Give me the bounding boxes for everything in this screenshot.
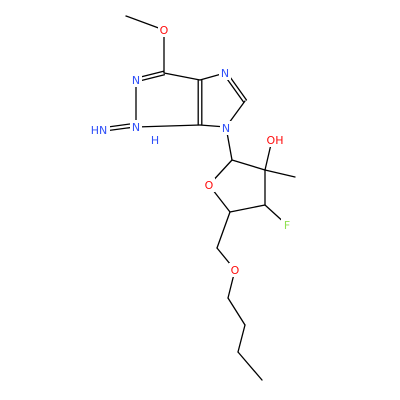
atom-o-methoxy: O xyxy=(160,24,169,37)
atom-o-ring: O xyxy=(205,179,214,192)
bond-cb-cc xyxy=(237,324,246,353)
atom-h-on-n3: H xyxy=(151,134,159,147)
atom-label-layer: O N N HN N H N OH O F xyxy=(88,23,293,277)
atom-o-ether: O xyxy=(231,264,240,277)
atom-f: F xyxy=(284,219,290,232)
atom-n9: N xyxy=(222,122,230,135)
bond-c2p-me2 xyxy=(264,169,296,178)
atom-n3: N xyxy=(132,121,140,134)
bond-c4p-c5p xyxy=(216,211,231,249)
bond-layer xyxy=(98,15,296,381)
atom-oh: OH xyxy=(267,134,284,147)
atom-n7: N xyxy=(221,67,229,80)
bond-c5-c6 xyxy=(163,72,201,81)
bond-c2p-c1p xyxy=(231,159,266,171)
bond-me-o1 xyxy=(125,15,165,31)
atom-hn-imine: HN xyxy=(91,124,108,137)
atom-n1: N xyxy=(132,74,140,87)
bond-cc-cd xyxy=(237,351,263,381)
bond-n3-c4 xyxy=(135,124,201,128)
bond-c4p-c3p xyxy=(229,204,266,213)
bond-ca-cb xyxy=(227,297,246,326)
